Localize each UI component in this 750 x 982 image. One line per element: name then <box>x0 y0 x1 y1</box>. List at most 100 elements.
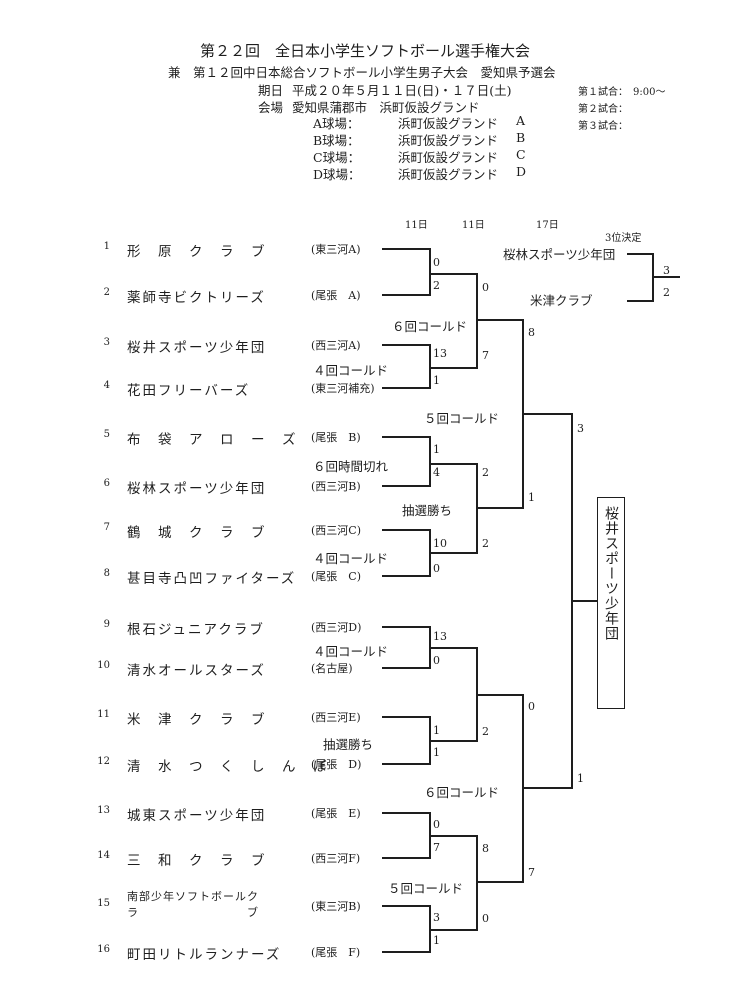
score-r1-16: 1 <box>433 934 440 947</box>
note-qf1: ６回コールド <box>392 319 468 334</box>
team-number: 7 <box>103 522 110 533</box>
score-r1-11: 1 <box>433 724 440 737</box>
game-3-time: 第３試合： <box>578 121 628 132</box>
team-name: 町田リトルランナーズ <box>127 947 282 963</box>
note-sf2: ６回コールド <box>424 785 500 800</box>
bracket-m7 <box>382 812 431 859</box>
score-r3-2: 1 <box>528 491 535 504</box>
team-region: (西三河A) <box>311 339 361 352</box>
team-name-line2: ラ ブ <box>127 906 259 919</box>
team-name: 桜林スポーツ少年団 <box>127 481 267 497</box>
team-name: 米 津 ク ラ ブ <box>127 712 267 728</box>
bracket-r2-1 <box>430 273 478 369</box>
score-r1-4: 1 <box>433 374 440 387</box>
game-1-time: 第１試合： 9:00～ <box>578 87 666 98</box>
field-a-code: A <box>516 113 526 128</box>
score-r1-6: 4 <box>433 466 440 479</box>
third-place-score-b: 2 <box>663 286 670 299</box>
team-number: 14 <box>97 850 110 861</box>
field-b-place: 浜町仮設グランド <box>398 133 499 148</box>
team-name: 清水オールスターズ <box>127 663 266 679</box>
team-region: (西三河B) <box>311 480 361 493</box>
team-region: (東三河補充) <box>311 382 375 395</box>
field-c-code: C <box>516 147 526 162</box>
score-r1-3: 13 <box>433 347 447 360</box>
bracket-m4 <box>382 529 431 577</box>
team-number: 6 <box>103 478 110 489</box>
third-place-label: 3位決定 <box>605 233 642 244</box>
score-r3-1: 8 <box>528 326 535 339</box>
team-name: 薬師寺ビクトリーズ <box>127 290 266 306</box>
page-subtitle: 兼 第１２回中日本総合ソフトボール小学生男子大会 愛知県予選会 <box>168 65 556 80</box>
third-place-team-a: 桜林スポーツ少年団 <box>503 247 616 262</box>
score-r1-14: 7 <box>433 841 440 854</box>
field-d-code: D <box>516 164 527 179</box>
team-name: 三 和 ク ラ ブ <box>127 853 267 869</box>
team-number: 4 <box>103 380 110 391</box>
team-name: 甚目寺凸凹ファイターズ <box>127 571 297 587</box>
venue-label: 会場 <box>258 100 284 115</box>
team-region: (西三河F) <box>311 852 361 865</box>
team-number: 12 <box>97 756 110 767</box>
score-r2-8: 0 <box>482 912 489 925</box>
team-number: 9 <box>103 619 110 630</box>
score-r2-3: 2 <box>482 466 489 479</box>
team-name: 城東スポーツ少年団 <box>127 808 267 824</box>
note-sf1: ５回コールド <box>424 411 500 426</box>
field-b-code: B <box>516 130 526 145</box>
team-name: 鶴 城 ク ラ ブ <box>127 525 267 541</box>
team-name: 清 水 つ く し ん ぼ <box>127 759 329 775</box>
bracket-m8 <box>382 905 431 953</box>
score-r2-4: 2 <box>482 537 489 550</box>
field-a-place: 浜町仮設グランド <box>398 116 499 131</box>
score-r1-12: 1 <box>433 746 440 759</box>
score-r1-7: 10 <box>433 537 447 550</box>
team-region: (西三河D) <box>311 621 362 634</box>
bracket-m3 <box>382 436 431 487</box>
score-r2-6: 2 <box>482 725 489 738</box>
field-c-place: 浜町仮設グランド <box>398 150 499 165</box>
score-r1-1: 0 <box>433 256 440 269</box>
team-number: 16 <box>97 944 110 955</box>
bracket-r3-1 <box>477 319 524 509</box>
score-r4-2: 1 <box>577 772 584 785</box>
team-number: 11 <box>97 709 110 720</box>
team-region: (東三河B) <box>311 900 361 913</box>
dates-value: 平成２０年５月１１日(日)・１７日(土) <box>292 83 512 98</box>
bracket-r2-3 <box>430 647 478 742</box>
bracket-r3-2 <box>477 694 524 883</box>
score-r2-1: 0 <box>482 281 489 294</box>
third-place-team-b: 米津クラブ <box>530 293 593 308</box>
team-number: 8 <box>103 568 110 579</box>
note-qf4: ５回コールド <box>388 881 464 896</box>
note-m3: ６回時間切れ <box>313 459 389 474</box>
score-r1-5: 1 <box>433 443 440 456</box>
note-m2: ４回コールド <box>313 363 389 378</box>
field-c-label: C球場： <box>313 150 361 165</box>
team-number: 13 <box>97 805 110 816</box>
champion-name: 桜井スポーツ少年団 <box>603 506 619 641</box>
score-r1-2: 2 <box>433 279 440 292</box>
score-r2-7: 8 <box>482 842 489 855</box>
round-2-date: 11日 <box>462 220 485 231</box>
third-place-score-a: 3 <box>663 264 670 277</box>
team-region: (尾張 A) <box>311 289 361 302</box>
field-d-place: 浜町仮設グランド <box>398 167 499 182</box>
game-2-time: 第２試合： <box>578 104 628 115</box>
bracket-m6 <box>382 716 431 765</box>
team-number: 15 <box>97 898 110 909</box>
field-d-label: D球場： <box>313 167 361 182</box>
round-1-date: 11日 <box>405 220 428 231</box>
score-r2-2: 7 <box>482 349 489 362</box>
note-m5: ４回コールド <box>313 644 389 659</box>
score-r1-9: 13 <box>433 630 447 643</box>
team-name: 形 原 ク ラ ブ <box>127 244 267 260</box>
team-name: 南部少年ソフトボールク <box>127 890 259 903</box>
champion-box: 桜井スポーツ少年団 <box>597 497 625 709</box>
team-name: 花田フリーバーズ <box>127 383 251 399</box>
team-region: (尾張 B) <box>311 431 361 444</box>
dates-label: 期日 <box>258 83 284 98</box>
team-region: (名古屋) <box>311 662 353 675</box>
score-r1-10: 0 <box>433 654 440 667</box>
